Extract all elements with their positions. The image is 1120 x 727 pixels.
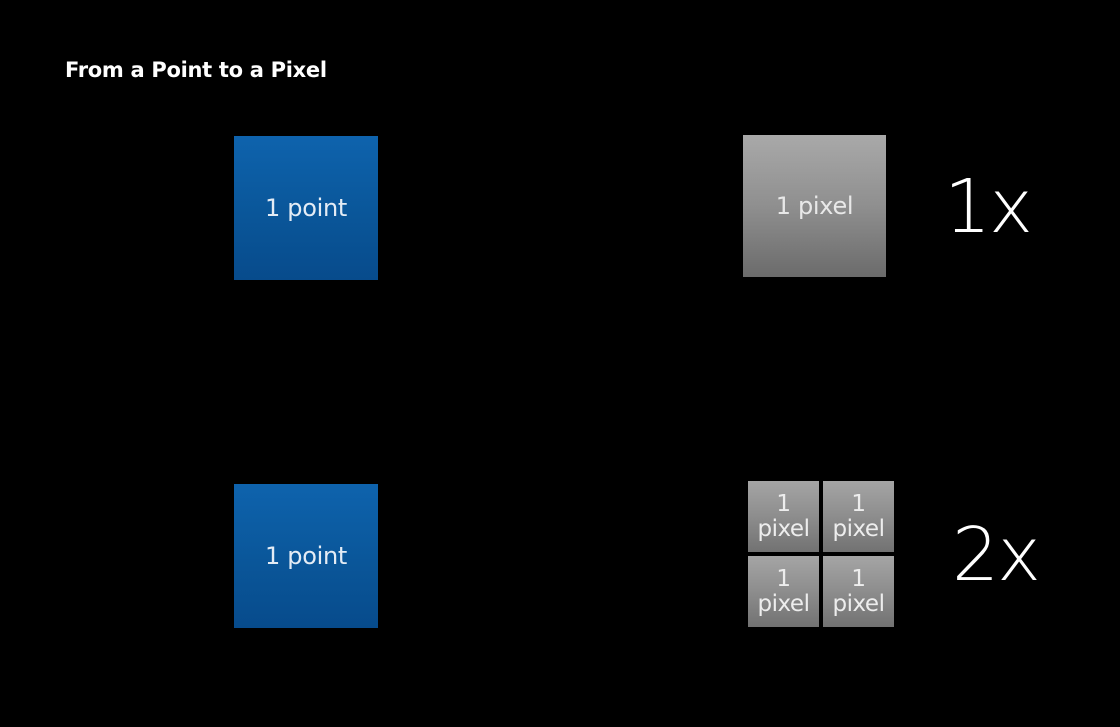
point-label: 1 point xyxy=(264,542,347,570)
pixel-grid-2x: 1 pixel 1 pixel 1 pixel 1 pixel xyxy=(748,481,895,628)
pixel-cell: 1 pixel xyxy=(748,481,819,552)
pixel-cell-number: 1 xyxy=(851,566,866,593)
pixel-label: 1 pixel xyxy=(775,192,854,220)
pixel-cell-unit: pixel xyxy=(757,590,810,617)
pixel-cell-number: 1 xyxy=(776,491,791,518)
pixel-cell: 1 pixel xyxy=(748,556,819,627)
pixel-cell-unit: pixel xyxy=(757,515,810,542)
scale-label-2x: 2x xyxy=(952,512,1041,598)
slide-title: From a Point to a Pixel xyxy=(65,58,327,82)
point-box-1x: 1 point xyxy=(234,136,378,280)
pixel-cell-number: 1 xyxy=(851,491,866,518)
pixel-cell-number: 1 xyxy=(776,566,791,593)
pixel-cell-unit: pixel xyxy=(832,515,885,542)
point-label: 1 point xyxy=(264,194,347,222)
point-box-2x: 1 point xyxy=(234,484,378,628)
pixel-cell-unit: pixel xyxy=(832,590,885,617)
scale-label-1x: 1x xyxy=(944,164,1033,250)
pixel-cell: 1 pixel xyxy=(823,556,894,627)
pixel-box-1x: 1 pixel xyxy=(743,135,886,277)
pixel-cell: 1 pixel xyxy=(823,481,894,552)
